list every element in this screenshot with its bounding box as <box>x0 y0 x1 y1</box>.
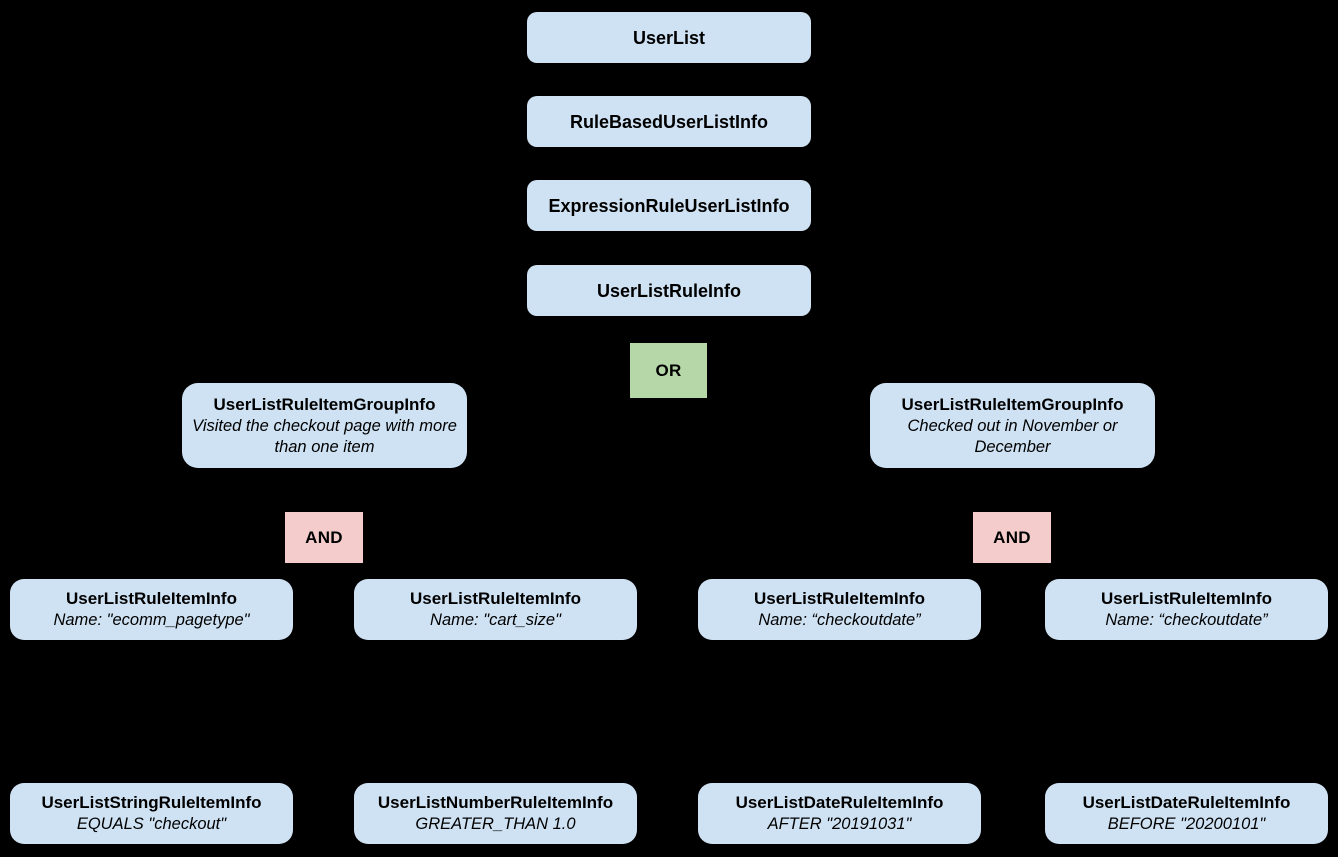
node-subtitle: EQUALS "checkout" <box>76 815 227 833</box>
rule-item-node-4: UserListRuleItemInfo Name: “checkoutdate… <box>1045 579 1328 640</box>
node-subtitle: Name: “checkoutdate” <box>1105 611 1268 629</box>
node-title: UserListRuleItemInfo <box>410 589 581 608</box>
node-userlist: UserList <box>527 12 811 63</box>
node-userlistruleinfo: UserListRuleInfo <box>527 265 811 316</box>
node-expressionruleuserlistinfo: ExpressionRuleUserListInfo <box>527 180 811 231</box>
node-title: UserListRuleInfo <box>596 280 742 301</box>
node-subtitle: Name: “checkoutdate” <box>758 611 921 629</box>
node-title: UserListRuleItemGroupInfo <box>213 394 436 414</box>
node-subtitle: Visited the checkout page with more than… <box>192 416 457 456</box>
rule-item-node-3: UserListRuleItemInfo Name: “checkoutdate… <box>698 579 981 640</box>
arrowhead-icon <box>329 377 348 388</box>
or-operator-node: OR <box>630 343 707 398</box>
node-title: UserList <box>632 27 706 48</box>
node-title: ExpressionRuleUserListInfo <box>548 195 790 216</box>
leaf-node-string: UserListStringRuleItemInfo EQUALS "check… <box>10 783 293 844</box>
node-subtitle: Checked out in November or December <box>907 416 1118 456</box>
group-node-left: UserListRuleItemGroupInfo Visited the ch… <box>182 383 467 468</box>
node-title: RuleBasedUserListInfo <box>569 111 769 132</box>
node-title: UserListDateRuleItemInfo <box>735 793 944 812</box>
node-title: UserListNumberRuleItemInfo <box>377 793 614 812</box>
and-label: AND <box>993 527 1031 547</box>
node-subtitle: GREATER_THAN 1.0 <box>415 815 576 833</box>
and-operator-node-right: AND <box>973 512 1051 563</box>
node-title: UserListStringRuleItemInfo <box>41 793 262 812</box>
node-title: UserListRuleItemGroupInfo <box>901 394 1124 414</box>
or-label: OR <box>655 360 682 380</box>
group-node-right: UserListRuleItemGroupInfo Checked out in… <box>870 383 1155 468</box>
node-title: UserListRuleItemInfo <box>754 589 925 608</box>
and-label: AND <box>305 527 343 547</box>
node-subtitle: Name: "ecomm_pagetype" <box>53 611 250 629</box>
node-subtitle: BEFORE "20200101" <box>1107 815 1266 833</box>
node-subtitle: AFTER "20191031" <box>767 815 912 833</box>
node-title: UserListRuleItemInfo <box>1101 589 1272 608</box>
rule-item-node-2: UserListRuleItemInfo Name: "cart_size" <box>354 579 637 640</box>
leaf-node-date-before: UserListDateRuleItemInfo BEFORE "2020010… <box>1045 783 1328 844</box>
node-title: UserListRuleItemInfo <box>66 589 237 608</box>
and-operator-node-left: AND <box>285 512 363 563</box>
leaf-node-number: UserListNumberRuleItemInfo GREATER_THAN … <box>354 783 637 844</box>
leaf-node-date-after: UserListDateRuleItemInfo AFTER "20191031… <box>698 783 981 844</box>
node-subtitle: Name: "cart_size" <box>430 611 561 629</box>
rule-item-node-1: UserListRuleItemInfo Name: "ecomm_pagety… <box>10 579 293 640</box>
node-rulebaseduserlistinfo: RuleBasedUserListInfo <box>527 96 811 147</box>
node-title: UserListDateRuleItemInfo <box>1082 793 1291 812</box>
